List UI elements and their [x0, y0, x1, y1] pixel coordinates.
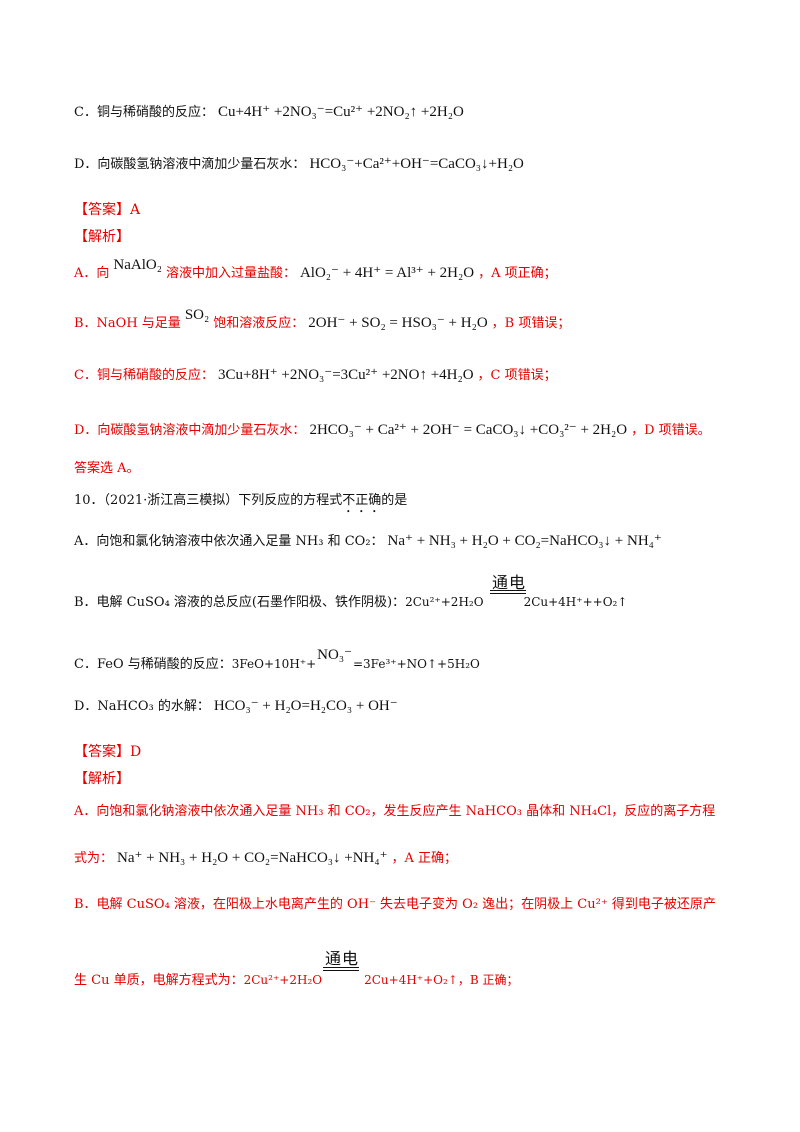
- q10-option-b-left: 2Cu²⁺+2H₂O: [405, 595, 484, 609]
- analysis-1-conclusion: 答案选 A。: [74, 461, 140, 476]
- q10-option-a-equation: Na⁺ + NH₃ + H₂O + CO₂=NaHCO₃↓ + NH₄⁺: [387, 533, 662, 549]
- analysis-1-d: D．向碳酸氢钠溶液中滴加少量石灰水：2HCO₃⁻ + Ca²⁺ + 2OH⁻ =…: [74, 421, 711, 440]
- q9-option-d: D．向碳酸氢钠溶液中滴加少量石灰水：HCO₃⁻+Ca²⁺+OH⁻=CaCO₃↓+…: [74, 155, 528, 174]
- analysis-1-b: B．NaOH 与足量SO₂饱和溶液反应：2OH⁻ + SO₂ = HSO₃⁻ +…: [74, 307, 571, 333]
- analysis-2-b-line1: B．电解 CuSO₄ 溶液，在阳极上水电离产生的 OH⁻ 失去电子变为 O₂ 逸…: [74, 897, 716, 912]
- q10-option-a: A．向饱和氯化钠溶液中依次通入足量 NH₃ 和 CO₂：Na⁺ + NH₃ + …: [74, 532, 666, 551]
- q10-option-d-equation: HCO₃⁻ + H₂O=H₂CO₃ + OH⁻: [213, 698, 398, 714]
- analysis-2-a-line2: 式为：Na⁺ + NH₃ + H₂O + CO₂=NaHCO₃↓ +NH₄⁺，A…: [74, 849, 457, 868]
- q10-option-c-right: =3Fe³⁺+NO↑+5H₂O: [352, 657, 480, 671]
- analysis-1-d-label: D．向碳酸氢钠溶液中滴加少量石灰水：: [74, 423, 306, 438]
- q9-option-c-label: C．铜与稀硝酸的反应：: [74, 105, 214, 120]
- q10-stem-emphasis: 不正确: [342, 493, 382, 508]
- q10-stem: 10．（2021·浙江高三模拟）下列反应的方程式不正确的是: [74, 492, 407, 516]
- analysis-2-tag: 【解析】: [74, 771, 130, 787]
- q9-option-c-equation: Cu+4H⁺ +2NO₃⁻=Cu²⁺ +2NO₂↑ +2H₂O: [217, 104, 464, 120]
- q10-option-d-label: D．NaHCO₃ 的水解：: [74, 699, 210, 714]
- analysis-1-b-mid: 饱和溶液反应：: [213, 316, 305, 331]
- q10-option-c: C．FeO 与稀硝酸的反应：3FeO+10H⁺+NO₃⁻=3Fe³⁺+NO↑+5…: [74, 647, 480, 674]
- answer-2: 【答案】D: [74, 743, 141, 761]
- analysis-1-c-equation: 3Cu+8H⁺ +2NO₃⁻=3Cu²⁺ +2NO↑ +4H₂O: [217, 367, 474, 383]
- analysis-1-d-equation: 2HCO₃⁻ + Ca²⁺ + 2OH⁻ = CaCO₃↓ +CO₃²⁻ + 2…: [309, 422, 628, 438]
- q10-option-d: D．NaHCO₃ 的水解：HCO₃⁻ + H₂O=H₂CO₃ + OH⁻: [74, 697, 402, 716]
- analysis-2-b-prefix: 生 Cu 单质，电解方程式为：: [74, 973, 244, 988]
- answer-1-tag: 【答案】: [74, 202, 130, 218]
- analysis-2-a-line1: A．向饱和氯化钠溶液中依次通入足量 NH₃ 和 CO₂，发生反应产生 NaHCO…: [74, 804, 716, 819]
- q10-option-a-label: A．向饱和氯化钠溶液中依次通入足量 NH₃ 和 CO₂：: [74, 534, 384, 549]
- q10-stem-prefix: 10．（2021·浙江高三模拟）下列反应的方程式: [74, 493, 343, 508]
- analysis-1-a-mid: 溶液中加入过量盐酸：: [165, 266, 296, 281]
- analysis-2-a-equation: Na⁺ + NH₃ + H₂O + CO₂=NaHCO₃↓ +NH₄⁺: [117, 850, 388, 866]
- analysis-2-b-double-line: [323, 967, 359, 971]
- analysis-1-b-suffix: ，B 项错误；: [491, 316, 571, 331]
- q10-option-b-condition: 通电: [492, 573, 527, 592]
- analysis-1-a-equation: AlO₂⁻ + 4H⁺ = Al³⁺ + 2H₂O: [299, 265, 475, 281]
- analysis-2-b-left: 2Cu²⁺+2H₂O: [243, 973, 323, 987]
- q10-option-c-left: 3FeO+10H⁺+: [231, 657, 317, 671]
- answer-1: 【答案】A: [74, 201, 140, 219]
- analysis-2-b-right: 2Cu+4H⁺+O₂↑，B 正确；: [364, 973, 519, 987]
- answer-2-tag: 【答案】: [74, 744, 130, 760]
- analysis-1-c-suffix: ，C 项错误；: [477, 368, 557, 383]
- analysis-1-b-prefix: B．NaOH 与足量: [74, 316, 181, 331]
- q9-option-d-equation: HCO₃⁻+Ca²⁺+OH⁻=CaCO₃↓+H₂O: [309, 156, 524, 172]
- analysis-2-a-suffix: ，A 正确；: [391, 851, 458, 866]
- q9-option-c: C．铜与稀硝酸的反应：Cu+4H⁺ +2NO₃⁻=Cu²⁺ +2NO₂↑ +2H…: [74, 103, 468, 122]
- answer-2-value: D: [130, 744, 142, 760]
- analysis-1-a: A．向NaAlO₂溶液中加入过量盐酸：AlO₂⁻ + 4H⁺ = Al³⁺ + …: [74, 257, 557, 283]
- analysis-1-c-label: C．铜与稀硝酸的反应：: [74, 368, 214, 383]
- q10-option-c-no3: NO₃⁻: [317, 647, 352, 663]
- analysis-2-b-line2: 生 Cu 单质，电解方程式为：2Cu²⁺+2H₂O 2Cu+4H⁺+O₂↑，B 正…: [74, 971, 519, 990]
- q10-stem-suffix: 的是: [381, 493, 408, 508]
- analysis-1-a-suffix: ，A 项正确；: [478, 266, 557, 281]
- analysis-1-a-formula: NaAlO₂: [113, 257, 162, 273]
- analysis-1-a-prefix: A．向: [74, 266, 110, 281]
- q10-option-b-double-line: [490, 590, 526, 594]
- analysis-1-b-formula: SO₂: [184, 307, 210, 323]
- analysis-2-a-prefix: 式为：: [74, 851, 114, 866]
- q10-option-c-label: C．FeO 与稀硝酸的反应：: [74, 657, 232, 672]
- analysis-1-tag: 【解析】: [74, 229, 130, 245]
- analysis-1-b-equation: 2OH⁻ + SO₂ = HSO₃⁻ + H₂O: [308, 315, 488, 331]
- analysis-2-b-condition: 通电: [325, 949, 360, 968]
- answer-1-value: A: [130, 202, 141, 218]
- q10-option-b-right: 2Cu+4H⁺++O₂↑: [523, 595, 628, 609]
- q10-option-b: B．电解 CuSO₄ 溶液的总反应(石墨作阳极、铁作阴极)：2Cu²⁺+2H₂O…: [74, 593, 627, 612]
- analysis-1-c: C．铜与稀硝酸的反应：3Cu+8H⁺ +2NO₃⁻=3Cu²⁺ +2NO↑ +4…: [74, 366, 557, 385]
- q9-option-d-label: D．向碳酸氢钠溶液中滴加少量石灰水：: [74, 157, 306, 172]
- q10-option-b-label: B．电解 CuSO₄ 溶液的总反应(石墨作阳极、铁作阴极)：: [74, 595, 406, 610]
- analysis-1-d-suffix: ，D 项错误。: [631, 423, 711, 438]
